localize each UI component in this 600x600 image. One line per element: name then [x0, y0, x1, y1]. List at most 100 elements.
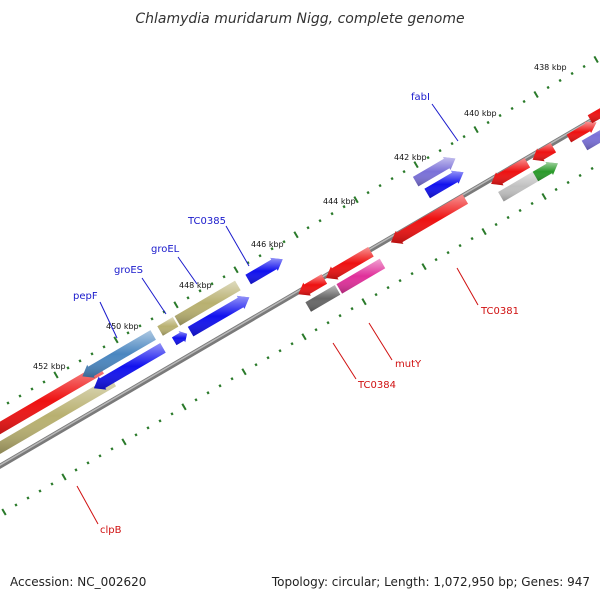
tick-mark [470, 236, 474, 241]
gene-red-c-shading [298, 274, 328, 296]
tick-mark [421, 263, 427, 271]
scale-label: 444 kbp [323, 197, 356, 206]
gene-blue-a-shading [93, 343, 166, 390]
map-title: Chlamydia muridarum Nigg, complete genom… [135, 11, 464, 27]
tick-mark [18, 394, 22, 398]
gene-groes-b-shading [171, 331, 188, 346]
tick-mark [194, 398, 198, 402]
gene-fabi-shading [412, 157, 456, 187]
gene-red-e-shading [491, 158, 531, 186]
tick-mark [90, 352, 94, 356]
tick-mark [290, 342, 294, 346]
gene-red-left-a-shading [0, 364, 104, 435]
tick-mark [110, 447, 114, 451]
inner-tick-ring [1, 166, 594, 516]
gene-label-groel[interactable]: groEL [151, 244, 180, 255]
tick-mark [446, 250, 450, 255]
tick-mark [134, 433, 138, 437]
gene-green-f-shading [532, 162, 558, 182]
tick-mark [121, 438, 127, 446]
tick-mark [66, 366, 70, 370]
gene-purple-h-shading [581, 130, 600, 151]
tick-mark [533, 90, 539, 99]
tick-mark [246, 261, 250, 265]
gene-label-clpb[interactable]: clpB [100, 525, 122, 536]
blue-callouts [99, 103, 459, 339]
tick-mark [150, 317, 154, 321]
tick-mark [566, 180, 570, 185]
gene-label-tc0385[interactable]: TC0385 [187, 216, 226, 227]
tick-mark [522, 99, 526, 104]
gene-label-tc0384[interactable]: TC0384 [357, 380, 396, 391]
tick-mark [326, 321, 330, 325]
scale-label: 442 kbp [394, 153, 427, 162]
tick-mark [206, 391, 210, 395]
gene-grey-f-shading [498, 171, 539, 202]
tick-mark [374, 293, 378, 297]
gene-groel-b-shading [187, 295, 250, 337]
tick-mark [546, 85, 550, 90]
tick-mark [241, 368, 247, 376]
gene-label-fabi[interactable]: fabI [411, 92, 430, 103]
tick-mark [350, 307, 354, 311]
gene-muty-shading [336, 258, 386, 294]
tick-mark [293, 231, 299, 239]
tick-mark [462, 134, 466, 139]
tick-mark [26, 496, 30, 500]
tick-mark [434, 257, 438, 262]
tick-mark [230, 377, 234, 381]
tick-mark [486, 120, 490, 125]
tick-mark [102, 345, 106, 349]
gene-groes-shading [157, 317, 179, 336]
tick-mark [42, 380, 46, 384]
gene-red-g-shading [532, 142, 557, 162]
tick-mark [158, 419, 162, 423]
tick-mark [30, 387, 34, 391]
tick-mark [126, 331, 130, 335]
gene-groel-shading [174, 280, 241, 326]
gene-label-pepf[interactable]: pepF [73, 291, 98, 302]
tick-mark [353, 196, 359, 204]
tick-mark [146, 426, 150, 430]
tick-mark [258, 254, 262, 258]
gene-features [0, 108, 600, 454]
tick-mark [173, 301, 179, 309]
gene-red-i-shading [587, 108, 600, 124]
gene-clpb-shading [0, 376, 116, 454]
tick-mark [578, 173, 582, 178]
tick-mark [366, 191, 370, 195]
tick-mark [450, 141, 454, 146]
tick-mark [510, 106, 514, 111]
tick-mark [6, 401, 10, 405]
tick-mark [53, 371, 59, 379]
tick-mark [390, 177, 394, 181]
tick-mark [198, 289, 202, 293]
tick-mark [402, 169, 406, 174]
gene-labels: fabI TC0385 groEL groES pepF TC0381 mutY… [73, 92, 519, 536]
gene-red-d-shading [326, 247, 374, 280]
tick-mark [541, 192, 547, 201]
tick-mark [170, 412, 174, 416]
tick-mark [186, 296, 190, 300]
gene-label-groes[interactable]: groES [114, 265, 143, 276]
tick-mark [398, 279, 402, 283]
tick-mark [570, 71, 574, 76]
tick-mark [361, 298, 367, 306]
scale-label: 450 kbp [106, 322, 139, 331]
scale-label: 440 kbp [464, 109, 497, 118]
gene-pepf-shading [82, 330, 156, 378]
gene-label-tc0381[interactable]: TC0381 [480, 306, 519, 317]
tick-mark [481, 228, 487, 236]
tick-mark [14, 503, 18, 507]
tick-mark [233, 266, 239, 274]
tick-mark [386, 286, 390, 290]
outer-tick-ring [6, 55, 599, 405]
gene-label-muty[interactable]: mutY [395, 359, 422, 370]
tick-mark [38, 489, 42, 493]
gene-tc0381-shading [390, 194, 468, 244]
scale-labels: 438 kbp 440 kbp 442 kbp 444 kbp 446 kbp … [33, 63, 567, 371]
tick-mark [210, 282, 214, 286]
tick-mark [554, 187, 558, 192]
tick-mark [518, 208, 522, 213]
